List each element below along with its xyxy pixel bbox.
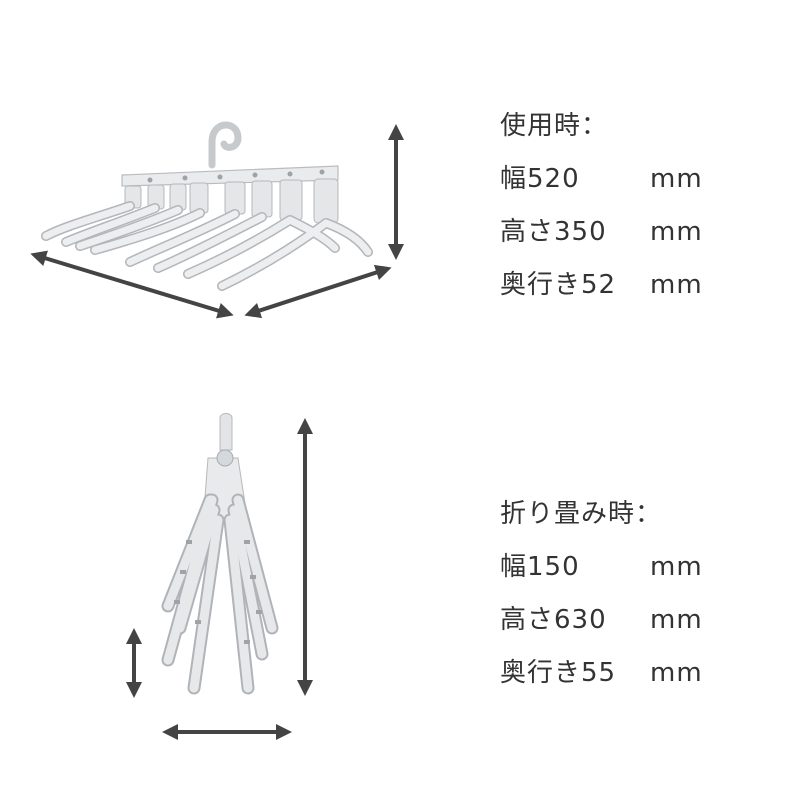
open-height-row: 高さ350 mm	[500, 216, 760, 269]
folded-depth-label: 奥行き55	[500, 658, 617, 688]
folded-depth-unit: mm	[650, 658, 703, 688]
open-depth-arrow	[244, 264, 392, 319]
open-width-arrow	[30, 250, 234, 319]
folded-depth-row: 奥行き55 mm	[500, 657, 760, 710]
open-dimension-arrows	[30, 124, 404, 319]
folded-width-unit: mm	[650, 552, 703, 582]
open-heading-row: 使用時：	[500, 110, 760, 163]
folded-height-row: 高さ630 mm	[500, 604, 760, 657]
folded-height-label: 高さ630	[500, 605, 607, 635]
open-heading: 使用時：	[500, 111, 609, 141]
folded-width-label: 幅150	[500, 552, 580, 582]
open-height-unit: mm	[650, 217, 703, 247]
open-width-row: 幅520 mm	[500, 163, 760, 216]
folded-width-row: 幅150 mm	[500, 551, 760, 604]
open-hanger-image	[41, 121, 373, 291]
folded-spec-list: 折り畳み時： 幅150 mm 高さ630 mm 奥行き55 mm	[500, 498, 760, 710]
open-width-label: 幅520	[500, 164, 580, 194]
open-depth-label: 奥行き52	[500, 270, 617, 300]
open-depth-row: 奥行き52 mm	[500, 269, 760, 322]
open-spec-list: 使用時： 幅520 mm 高さ350 mm 奥行き52 mm	[500, 110, 760, 322]
open-height-label: 高さ350	[500, 217, 607, 247]
folded-heading: 折り畳み時：	[500, 499, 663, 529]
folded-hanger-image	[161, 413, 279, 695]
open-width-unit: mm	[650, 164, 703, 194]
folded-heading-row: 折り畳み時：	[500, 498, 760, 551]
folded-height-unit: mm	[650, 605, 703, 635]
open-depth-unit: mm	[650, 270, 703, 300]
folded-dimension-arrows	[126, 418, 313, 740]
